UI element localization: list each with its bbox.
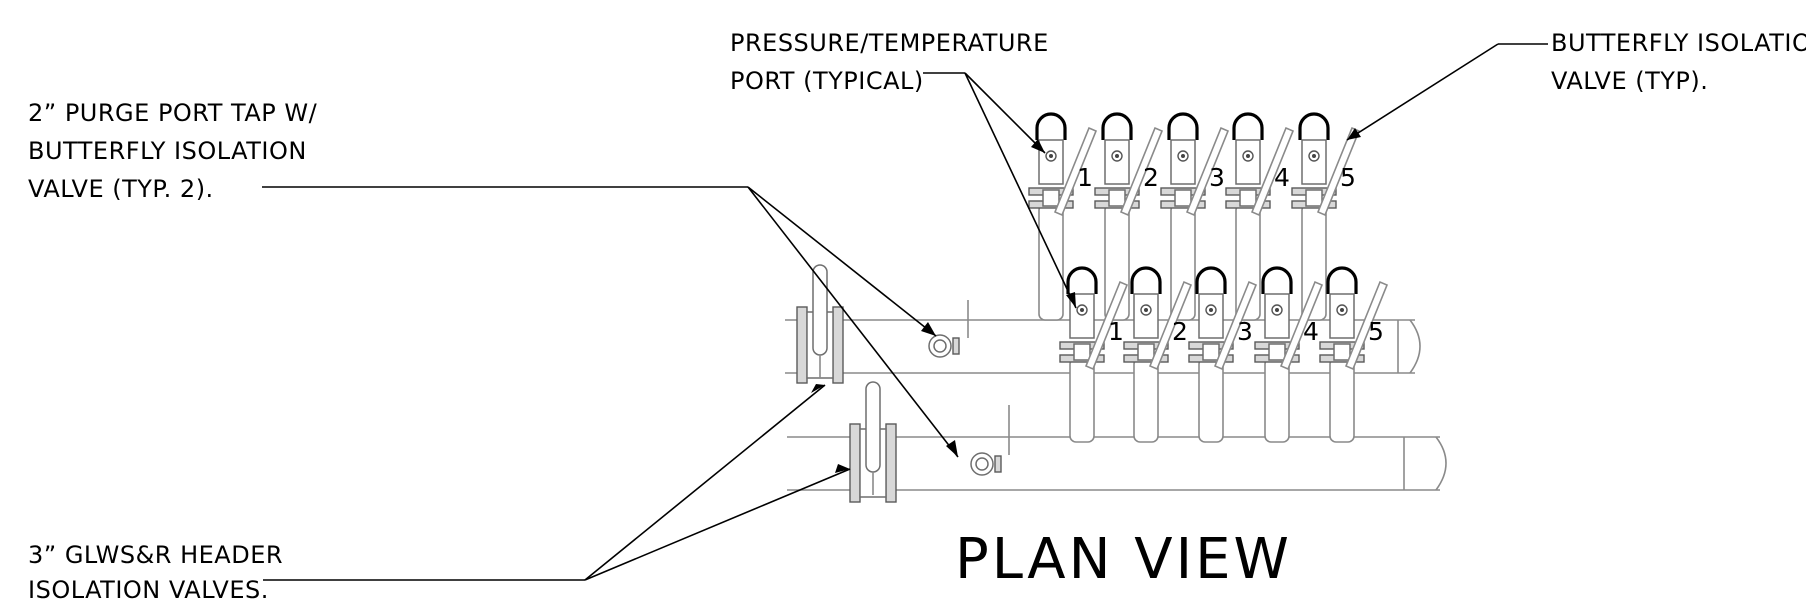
callout-purge-port: 2” PURGE PORT TAP W/ BUTTERFLY ISOLATION…	[28, 99, 318, 203]
callout-pt-port-line-2: PORT (TYPICAL)	[730, 67, 924, 95]
branch-number-label: 1	[1108, 317, 1124, 346]
branch-pipe	[1198, 357, 1224, 443]
pt-port-dot	[1080, 308, 1084, 312]
pt-port-dot	[1312, 154, 1316, 158]
lower-branch-2: 2	[1123, 266, 1193, 443]
drawing-title: PLAN VIEW	[955, 527, 1292, 592]
branch-pipe	[1329, 357, 1355, 443]
callout-header-valves-line-1: 3” GLWS&R HEADER	[28, 541, 283, 569]
valve-disc	[1268, 343, 1286, 361]
valve-disc	[1073, 343, 1091, 361]
valve-handle-icon	[1101, 112, 1133, 129]
branch-number-label: 2	[1143, 163, 1159, 192]
valve-lever	[1316, 126, 1361, 217]
upper-branch-1: 1	[1028, 112, 1098, 321]
valve-disc	[1305, 189, 1323, 207]
valve-handle-icon	[1167, 112, 1199, 129]
valve-lever	[1053, 126, 1098, 217]
pt-port-dot	[1049, 154, 1053, 158]
pt-port-dot	[1209, 308, 1213, 312]
pt-port-dot	[1340, 308, 1344, 312]
callout-header-valves-line-2: ISOLATION VALVES.	[28, 576, 269, 604]
valve-handle-icon	[1326, 266, 1358, 283]
branch-number-label: 1	[1077, 163, 1093, 192]
lower-branch-1: 1	[1059, 266, 1129, 443]
upper-header-isolation-valve	[796, 264, 844, 384]
valve-lever	[1119, 126, 1164, 217]
lower-branch-3: 3	[1188, 266, 1258, 443]
butterfly-valve-body	[1198, 293, 1224, 339]
valve-disc	[1042, 189, 1060, 207]
valve-lever	[1213, 280, 1258, 371]
callout-purge-port-line-1: 2” PURGE PORT TAP W/	[28, 99, 318, 127]
callout-pt-port-line-1: PRESSURE/TEMPERATURE	[730, 29, 1049, 57]
branch-number-label: 3	[1237, 317, 1253, 346]
leader-lines	[262, 43, 1548, 581]
butterfly-valve-body	[1235, 139, 1261, 185]
pt-port-dot	[1115, 154, 1119, 158]
butterfly-valve-body	[1329, 293, 1355, 339]
lower-header-isolation-valve	[849, 381, 897, 503]
upper-branch-4: 4	[1225, 112, 1295, 321]
valve-lever	[1279, 280, 1324, 371]
butterfly-valve-body	[1104, 139, 1130, 185]
lower-branch-row: 1 2 3 4 5	[1059, 266, 1389, 443]
upper-branch-3: 3	[1160, 112, 1230, 321]
branch-number-label: 2	[1172, 317, 1188, 346]
branch-number-label: 5	[1340, 163, 1356, 192]
butterfly-valve-body	[1301, 139, 1327, 185]
valve-handle-icon	[1130, 266, 1162, 283]
butterfly-valve-body	[1264, 293, 1290, 339]
lower-branch-4: 4	[1254, 266, 1324, 443]
branch-number-label: 3	[1209, 163, 1225, 192]
callout-purge-port-line-3: VALVE (TYP. 2).	[28, 175, 214, 203]
branch-number-label: 4	[1303, 317, 1319, 346]
valve-handle-icon	[1232, 112, 1264, 129]
callout-butterfly-valve-line-2: VALVE (TYP).	[1551, 67, 1708, 95]
upper-purge-port	[928, 300, 969, 358]
upper-branch-2: 2	[1094, 112, 1164, 321]
valve-handle-icon	[1261, 266, 1293, 283]
valve-disc	[1333, 343, 1351, 361]
callout-purge-port-line-2: BUTTERFLY ISOLATION	[28, 137, 307, 165]
pt-port-dot	[1275, 308, 1279, 312]
valve-lever	[1250, 126, 1295, 217]
valve-lever	[1084, 280, 1129, 371]
valve-handle-icon	[1298, 112, 1330, 129]
valve-handle-icon	[1066, 266, 1098, 283]
branch-number-label: 5	[1368, 317, 1384, 346]
pt-port-dot	[1181, 154, 1185, 158]
valve-disc	[1137, 343, 1155, 361]
butterfly-valve-body	[1170, 139, 1196, 185]
callout-pt-port: PRESSURE/TEMPERATURE PORT (TYPICAL)	[730, 29, 1049, 95]
valve-disc	[1174, 189, 1192, 207]
callout-butterfly-valve-line-1: BUTTERFLY ISOLATION	[1551, 29, 1806, 57]
lower-purge-port	[970, 405, 1010, 476]
valve-disc	[1202, 343, 1220, 361]
branch-pipe	[1264, 357, 1290, 443]
branch-pipe	[1038, 203, 1064, 321]
butterfly-valve-body	[1038, 139, 1064, 185]
upper-branch-row: 1 2 3 4 5	[1028, 112, 1361, 321]
upper-branch-5: 5	[1291, 112, 1361, 321]
callout-butterfly-valve: BUTTERFLY ISOLATION VALVE (TYP).	[1551, 29, 1806, 95]
butterfly-valve-body	[1133, 293, 1159, 339]
valve-lever	[1185, 126, 1230, 217]
valve-disc	[1239, 189, 1257, 207]
valve-handle-icon	[1195, 266, 1227, 283]
pt-port-dot	[1246, 154, 1250, 158]
lower-branch-5: 5	[1319, 266, 1389, 443]
leader-arrowheads	[811, 128, 1361, 473]
branch-pipe	[1133, 357, 1159, 443]
valve-lever	[1148, 280, 1193, 371]
callout-header-valves: 3” GLWS&R HEADER ISOLATION VALVES.	[28, 541, 283, 604]
valve-handle-icon	[1035, 112, 1067, 129]
pt-port-dot	[1144, 308, 1148, 312]
valve-lever	[1344, 280, 1389, 371]
valve-disc	[1108, 189, 1126, 207]
branch-pipe	[1069, 357, 1095, 443]
branch-number-label: 4	[1274, 163, 1290, 192]
